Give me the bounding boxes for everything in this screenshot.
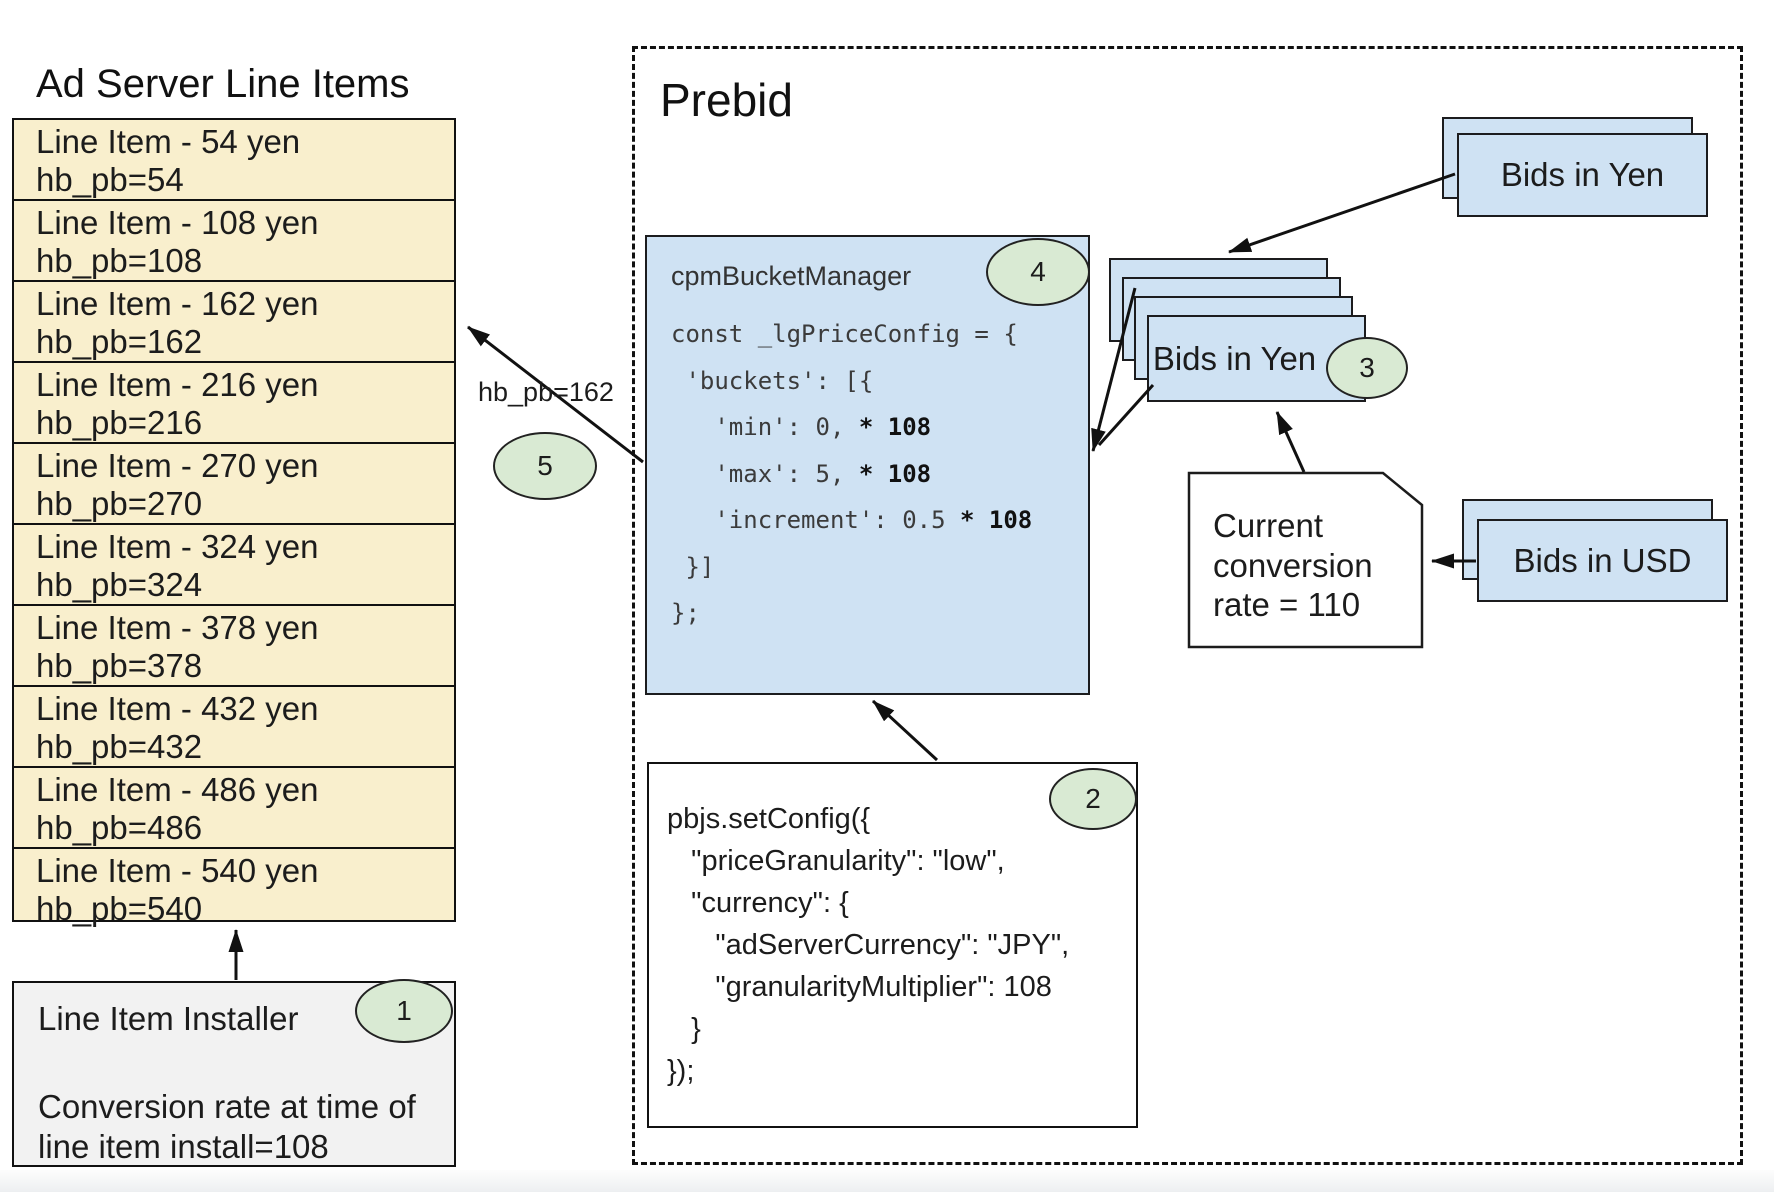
bids-in-usd-label: Bids in USD [1513,541,1692,579]
installer-title: Line Item Installer [38,1000,299,1037]
page-bottom-strip [0,1170,1774,1192]
badge-5-number: 5 [537,450,553,481]
pbjs-set-config-box: pbjs.setConfig({ "priceGranularity": "lo… [647,762,1138,1128]
line-item-label: Line Item - 270 yen [36,447,319,484]
line-item-key: hb_pb=108 [36,242,203,279]
conversion-note-line2: conversion [1213,546,1373,584]
bucket-config-code: const _lgPriceConfig = { 'buckets': [{ '… [671,320,1033,627]
badge-3: 3 [1326,337,1408,399]
bids-in-yen-top-label: Bids in Yen [1500,156,1665,193]
line-item-label: Line Item - 216 yen [36,366,319,403]
badge-5: 5 [493,432,597,500]
line-item-label: Line Item - 486 yen [36,771,319,808]
pbjs-config-code: pbjs.setConfig({ "priceGranularity": "lo… [667,803,1070,1087]
line-item-key: hb_pb=162 [36,323,203,360]
line-item-label: Line Item - 378 yen [36,609,319,646]
installer-note-line1: Conversion rate at time of [38,1088,416,1125]
prebid-container: Prebid [632,46,1743,1165]
badge-1: 1 [355,979,453,1043]
conversion-note-text: Current conversion rate = 110 [1213,506,1373,625]
line-item-label: Line Item - 54 yen [36,123,301,160]
line-item-key: hb_pb=54 [36,161,184,198]
bids-in-yen-top-card-front: Bids in Yen [1457,133,1708,217]
prebid-title: Prebid [660,74,793,126]
line-item-label: Line Item - 162 yen [36,285,319,322]
bids-in-yen-stack-label: Bids in Yen [1152,339,1317,377]
line-item-key: hb_pb=378 [36,647,203,684]
installer-note-line2: line item install=108 [38,1128,329,1165]
line-item-label: Line Item - 540 yen [36,852,319,889]
badge-4-number: 4 [1030,256,1046,287]
ad-server-line-items-title: Ad Server Line Items [36,62,410,106]
cpm-bucket-manager-box: cpmBucketManager const _lgPriceConfig = … [645,235,1090,695]
badge-2-number: 2 [1085,783,1101,814]
line-item-label: Line Item - 432 yen [36,690,319,727]
badge-2: 2 [1049,768,1137,830]
conversion-note-line1: Current [1213,507,1324,544]
badge-1-number: 1 [396,995,412,1026]
line-item-key: hb_pb=324 [36,566,203,603]
line-item-label: Line Item - 108 yen [36,204,319,241]
line-item-key: hb_pb=432 [36,728,203,765]
line-item-key: hb_pb=540 [36,890,203,927]
installer-note: Conversion rate at time of line item ins… [38,1087,416,1167]
bids-in-usd-card-front: Bids in USD [1477,519,1728,602]
line-item-key: hb_pb=486 [36,809,203,846]
hb-pb-edge-label: hb_pb=162 [478,377,614,407]
line-item-key: hb_pb=270 [36,485,203,522]
line-item-key: hb_pb=216 [36,404,203,441]
conversion-note-line3: rate = 110 [1213,586,1361,623]
badge-4: 4 [986,238,1090,306]
line-item-label: Line Item - 324 yen [36,528,319,565]
badge-3-number: 3 [1359,352,1375,383]
cpm-bucket-manager-title: cpmBucketManager [671,261,912,291]
